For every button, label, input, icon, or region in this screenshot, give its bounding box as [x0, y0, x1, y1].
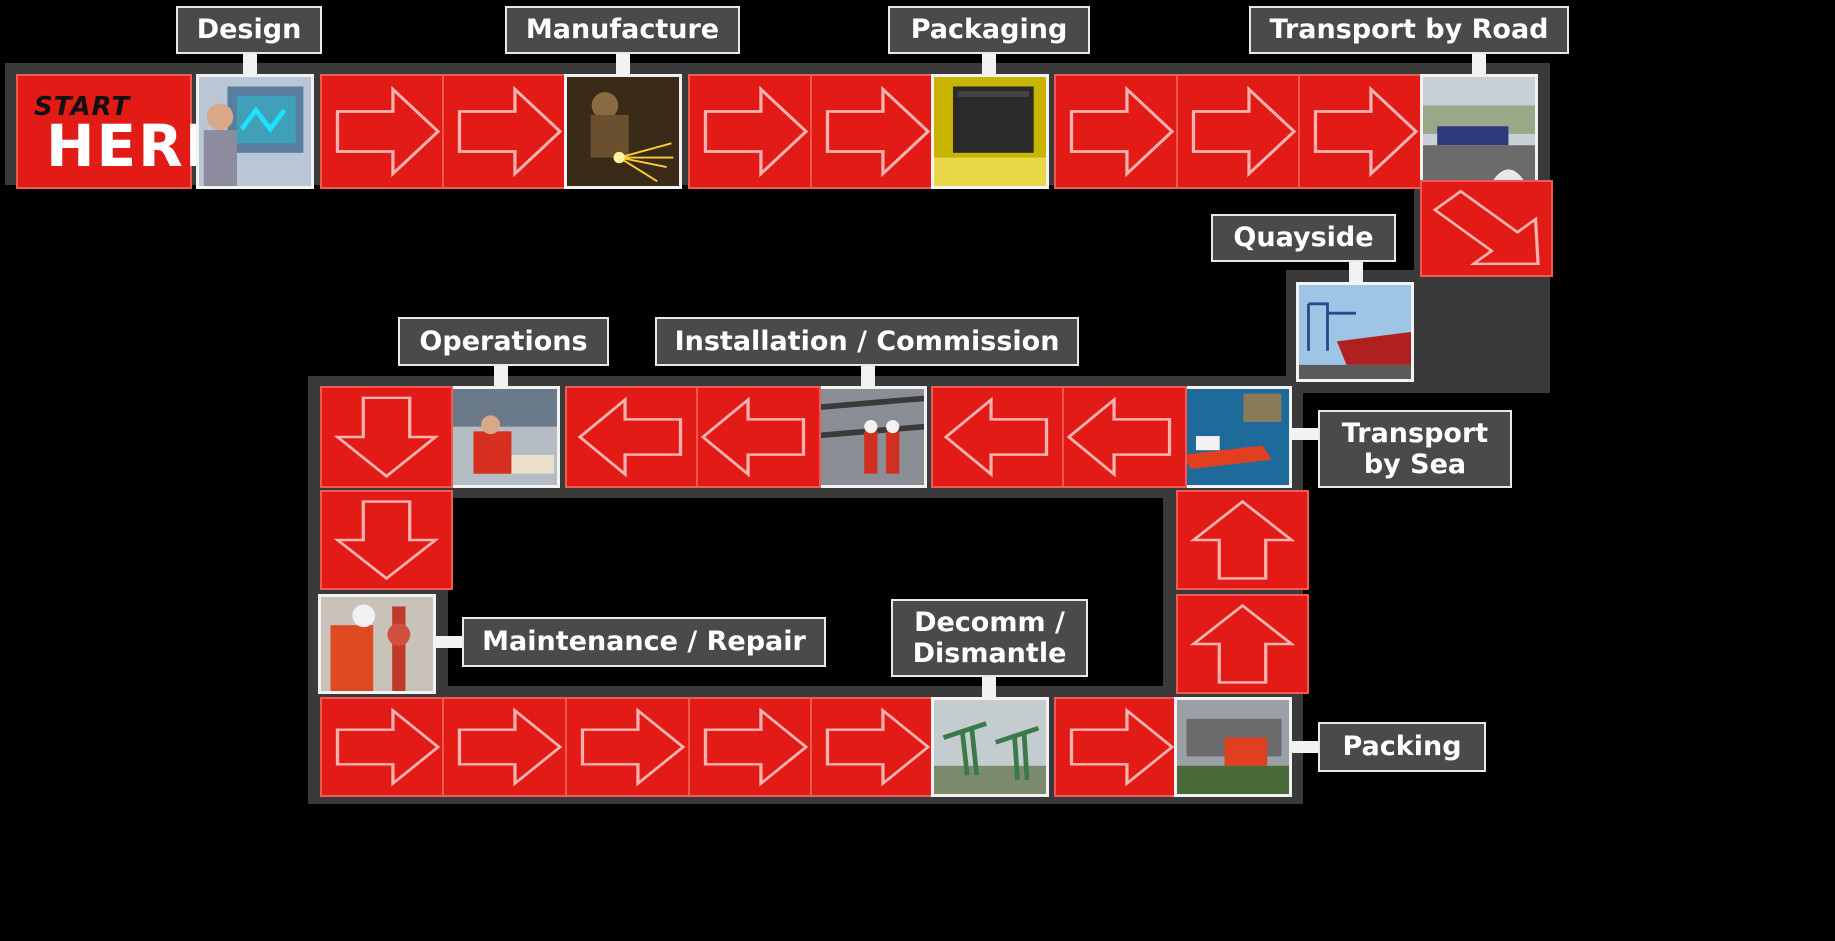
- decomm-label: Decomm / Dismantle: [891, 599, 1088, 677]
- installation-photo: [809, 386, 927, 488]
- operations-label: Operations: [398, 317, 609, 366]
- arrow-diagonal-tile: [1420, 180, 1553, 277]
- arrow-right-tile: [320, 697, 453, 797]
- arrow-up-tile: [1176, 490, 1309, 590]
- installation-connector: [861, 364, 875, 386]
- decomm-photo: [931, 697, 1049, 797]
- transport-sea-photo: [1174, 386, 1292, 488]
- design-photo: [196, 74, 314, 189]
- arrow-left-tile: [688, 386, 821, 488]
- manufacture-photo: [564, 74, 682, 189]
- operations-connector: [494, 364, 508, 386]
- packaging-connector: [982, 52, 996, 74]
- maintenance-label: Maintenance / Repair: [462, 617, 826, 667]
- packaging-label: Packaging: [888, 6, 1090, 54]
- start-label: START: [34, 92, 131, 122]
- here-label: HERE: [46, 112, 227, 180]
- transport-sea-label: Transport by Sea: [1318, 410, 1512, 488]
- quayside-label: Quayside: [1211, 214, 1396, 262]
- decomm-connector: [982, 675, 996, 697]
- arrow-up-tile: [1176, 594, 1309, 694]
- arrow-right-tile: [810, 74, 943, 189]
- arrow-right-tile: [688, 697, 821, 797]
- quayside-photo: [1296, 282, 1414, 382]
- transport-road-connector: [1472, 52, 1486, 74]
- arrow-right-tile: [442, 697, 575, 797]
- manufacture-connector: [616, 52, 630, 74]
- arrow-right-tile: [565, 697, 698, 797]
- packing-photo: [1174, 697, 1292, 797]
- design-label: Design: [176, 6, 322, 54]
- quayside-connector: [1349, 260, 1363, 282]
- arrow-left-tile: [931, 386, 1064, 488]
- packaging-photo: [931, 74, 1049, 189]
- arrow-right-tile: [1298, 74, 1431, 189]
- manufacture-label: Manufacture: [505, 6, 740, 54]
- arrow-left-tile: [1054, 386, 1187, 488]
- design-connector: [243, 52, 257, 74]
- operations-photo: [442, 386, 560, 488]
- packing-connector: [1292, 741, 1320, 753]
- transport-sea-connector: [1292, 428, 1320, 440]
- arrow-right-tile: [688, 74, 821, 189]
- arrow-right-tile: [1054, 697, 1187, 797]
- arrow-right-tile: [320, 74, 453, 189]
- transport-road-label: Transport by Road: [1249, 6, 1569, 54]
- maintenance-connector: [436, 636, 464, 648]
- start-here-tile: START HERE: [16, 74, 224, 189]
- arrow-down-tile: [320, 490, 453, 590]
- arrow-right-tile: [442, 74, 575, 189]
- packing-label: Packing: [1318, 722, 1486, 772]
- arrow-left-tile: [565, 386, 698, 488]
- maintenance-photo: [318, 594, 436, 694]
- arrow-right-tile: [1176, 74, 1309, 189]
- arrow-right-tile: [1054, 74, 1187, 189]
- transport-road-photo: [1420, 74, 1538, 189]
- installation-label: Installation / Commission: [655, 317, 1079, 366]
- arrow-right-tile: [810, 697, 943, 797]
- arrow-down-tile: [320, 386, 453, 488]
